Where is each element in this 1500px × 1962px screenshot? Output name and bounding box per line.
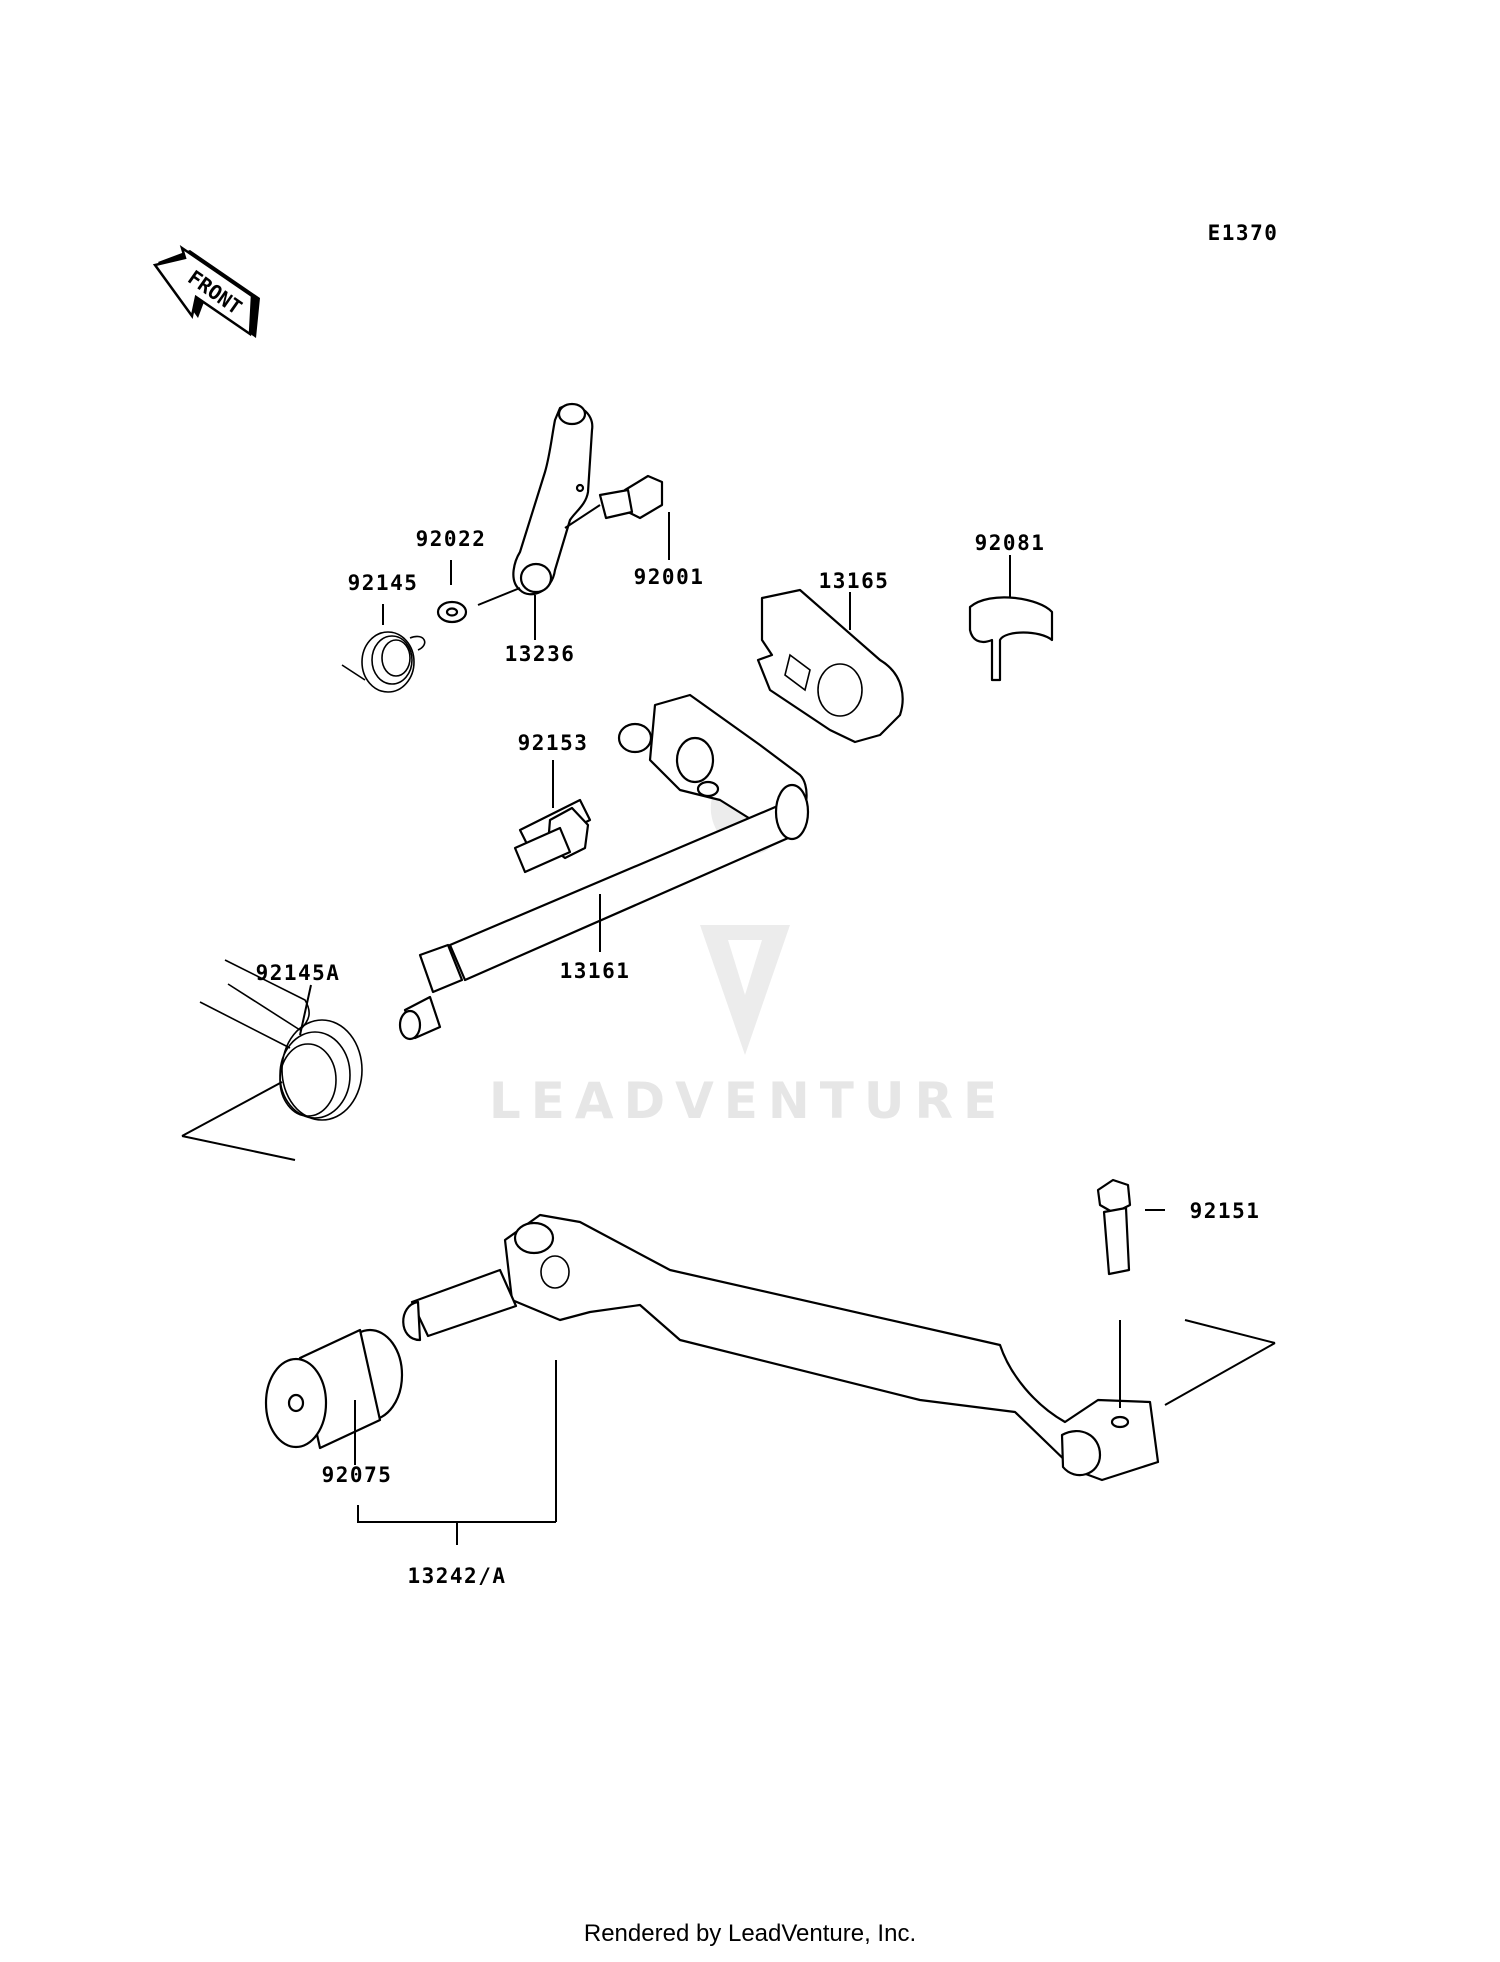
part-13165-plate [756,588,904,744]
footer-credit: Rendered by LeadVenture, Inc. [583,1920,917,1947]
callout-13165: 13165 [819,569,890,593]
callout-92145: 92145 [348,571,419,595]
part-92022-washer [436,587,521,624]
leader-lines [299,512,1165,1545]
callout-92001: 92001 [634,565,705,589]
callout-92145A: 92145A [256,961,341,985]
part-92001-bolt [564,474,664,529]
part-92153-pin [513,798,592,874]
callout-92153: 92153 [518,731,589,755]
diagram-code: E1370 [1208,221,1279,245]
callout-92081: 92081 [975,531,1046,555]
part-13242A-pedal [402,1213,1276,1482]
callout-13161: 13161 [560,959,631,983]
callout-92075: 92075 [322,1463,393,1487]
part-92075-rubber [264,1328,404,1450]
callout-92151: 92151 [1190,1199,1261,1223]
callouts: 92022 92145 92001 13236 13165 92081 9215… [256,527,1261,1588]
part-92081-clip [968,596,1054,682]
callout-13242A: 13242/A [407,1564,506,1588]
watermark-text: LEADVENTURE [489,1072,1007,1130]
part-13236-lever [512,402,594,596]
part-92145-spring [341,631,426,693]
part-92151-bolt [1096,1178,1132,1276]
part-13161-shaft [398,693,810,1041]
callout-13236: 13236 [505,642,576,666]
part-92145A-spring [181,959,363,1161]
front-arrow-icon: FRONT [152,244,260,338]
callout-92022: 92022 [416,527,487,551]
